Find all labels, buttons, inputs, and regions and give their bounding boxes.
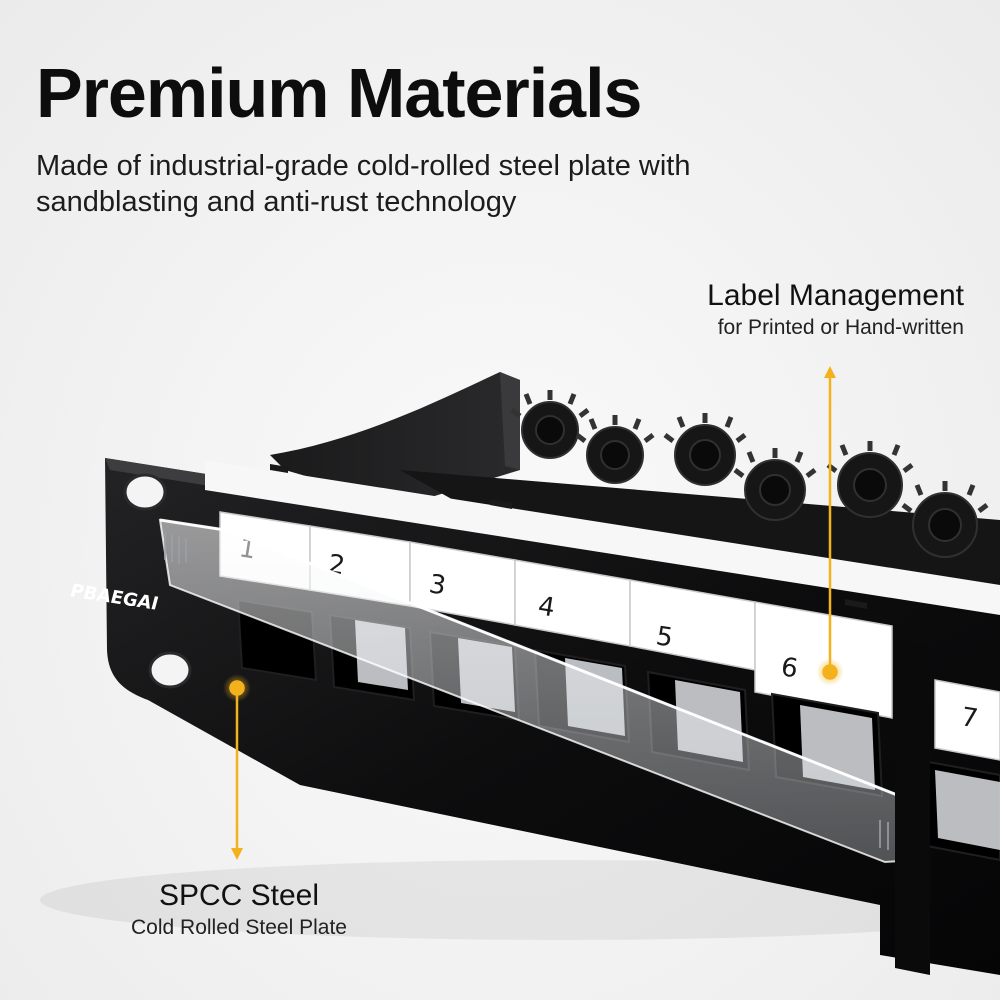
port-number-7: 7: [959, 702, 980, 734]
label-callout-dot: [816, 658, 844, 686]
mounting-hole-bottom: [148, 651, 192, 689]
page-subtitle: Made of industrial-grade cold-rolled ste…: [36, 150, 691, 218]
label-management-subtitle: for Printed or Hand-written: [717, 316, 964, 339]
spcc-steel-title: SPCC Steel: [158, 879, 320, 912]
label-strip: [205, 460, 1000, 615]
port-number-3: 3: [427, 569, 448, 601]
steel-callout-arrow: [231, 848, 243, 860]
spcc-steel-subtitle: Cold Rolled Steel Plate: [131, 916, 347, 939]
label-management-title: Label Management: [707, 279, 964, 312]
keystone-jacks: [510, 390, 989, 558]
spcc-steel-callout: SPCC Steel Cold Rolled Steel Plate: [104, 878, 374, 942]
label-callout-arrow: [824, 366, 836, 378]
page-title: Premium Materials: [36, 54, 642, 132]
label-management-callout: Label Management for Printed or Hand-wri…: [707, 278, 964, 342]
mounting-hole-top: [123, 473, 167, 511]
port-number-5: 5: [654, 621, 675, 653]
port-number-6: 6: [779, 652, 800, 684]
steel-callout-dot: [223, 674, 251, 702]
port-number-4: 4: [536, 591, 557, 623]
rear-support-bracket: [270, 372, 520, 505]
